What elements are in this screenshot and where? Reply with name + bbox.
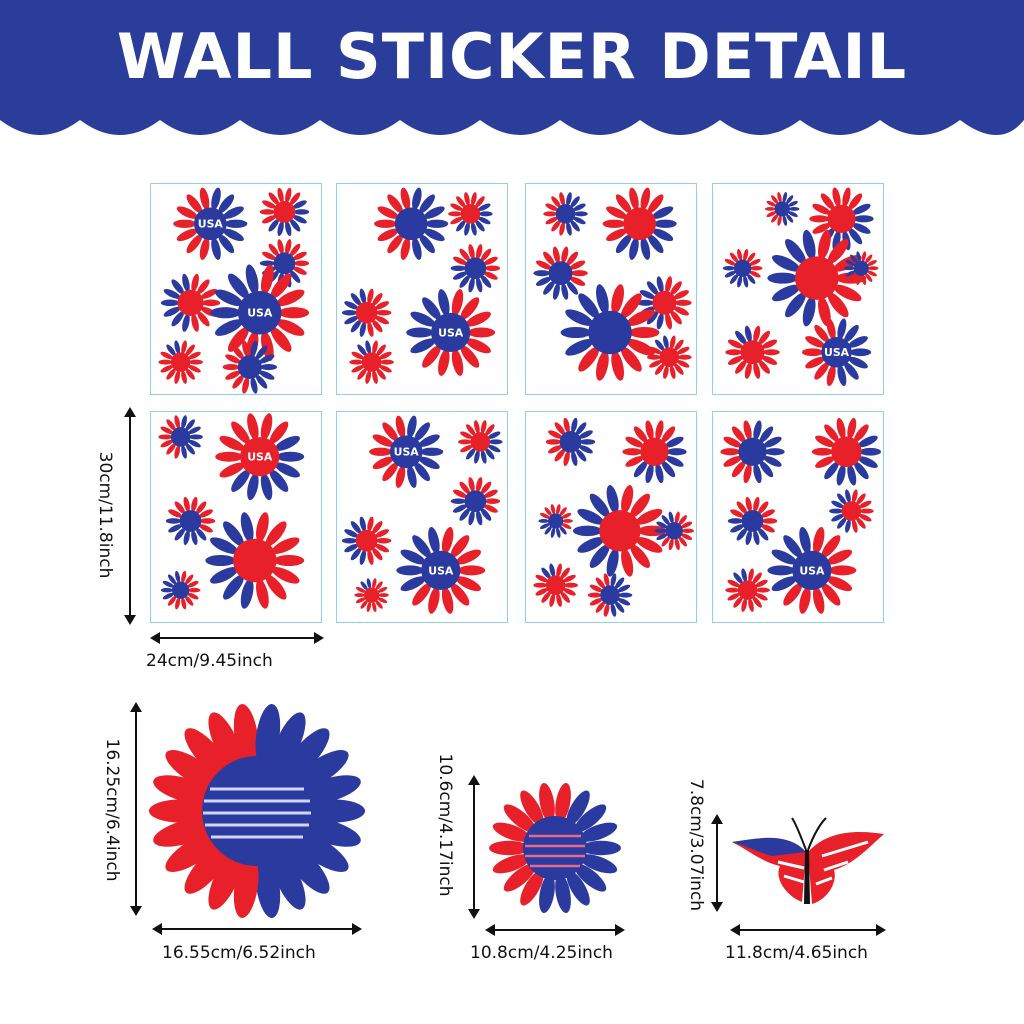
sticker-sheet-7 <box>525 411 697 623</box>
medium-flower-height-arrow <box>468 775 480 919</box>
sheet-width-label: 24cm/9.45inch <box>146 651 273 671</box>
usa-text: USA <box>247 307 273 320</box>
medium-flower-height-label: 10.6cm/4.17inch <box>435 753 455 897</box>
usa-text: USA <box>824 346 850 359</box>
medium-flower-width-arrow <box>485 924 625 936</box>
large-flower-height-arrow <box>130 702 142 916</box>
medium-flower-width-label: 10.8cm/4.25inch <box>470 943 613 963</box>
sheet-height-arrow <box>124 407 136 625</box>
butterfly-width-arrow <box>730 924 886 936</box>
large-flower-height-label: 16.25cm/6.4inch <box>102 738 122 882</box>
large-flower-width-arrow <box>152 923 362 935</box>
medium-sunflower-sticker <box>489 782 621 914</box>
page-title: WALL STICKER DETAIL <box>116 20 908 93</box>
usa-text: USA <box>428 564 454 577</box>
usa-text: USA <box>394 446 420 459</box>
butterfly-height-arrow <box>711 814 723 912</box>
sticker-sheet-3 <box>525 183 697 395</box>
header-banner <box>0 0 1024 135</box>
large-sunflower-sticker <box>149 704 365 918</box>
usa-text: USA <box>198 218 224 231</box>
sticker-sheet-4: USA <box>712 183 884 395</box>
sticker-sheet-5: USA <box>150 411 322 623</box>
sticker-sheet-2: USA <box>336 183 508 395</box>
butterfly-sticker <box>732 817 884 904</box>
usa-text: USA <box>247 451 273 464</box>
butterfly-height-label: 7.8cm/3.07inch <box>686 778 706 912</box>
sticker-sheet-6: USA USA <box>336 411 508 623</box>
usa-text: USA <box>438 326 464 339</box>
sticker-sheet-1: USA USA <box>150 183 322 395</box>
usa-text: USA <box>799 564 825 577</box>
sheet-height-label: 30cm/11.8inch <box>95 451 115 579</box>
large-flower-width-label: 16.55cm/6.52inch <box>162 943 316 963</box>
butterfly-width-label: 11.8cm/4.65inch <box>725 943 868 963</box>
sheet-width-arrow <box>150 632 324 644</box>
sticker-sheet-8: USA <box>712 411 884 623</box>
